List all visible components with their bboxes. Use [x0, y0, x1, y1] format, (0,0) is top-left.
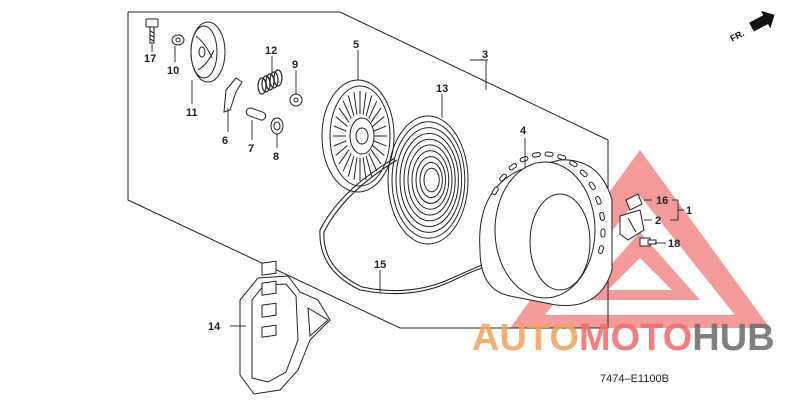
bracket-part — [619, 209, 645, 241]
part-label-1: 1 — [686, 205, 692, 217]
case-part — [479, 151, 613, 307]
part-label-6: 6 — [222, 135, 228, 147]
diagram-code: 7474–E1100B — [600, 373, 669, 385]
small-washer-part — [289, 93, 303, 107]
direction-arrow-icon — [749, 10, 775, 32]
washer-part — [171, 34, 185, 46]
part-label-5: 5 — [353, 39, 359, 51]
part-label-9: 9 — [292, 59, 298, 71]
assembly-outline — [127, 11, 609, 329]
watermark-part-auto: AUTO — [472, 317, 579, 359]
part-label-8: 8 — [273, 151, 279, 163]
pawl-part — [625, 193, 643, 211]
front-direction-text: FR. — [728, 28, 745, 44]
reel-part — [321, 79, 395, 193]
part-label-12: 12 — [265, 45, 277, 57]
part-label-18: 18 — [668, 238, 680, 250]
front-direction-marker: FR. — [728, 10, 775, 44]
watermark-part-hub: HUB — [692, 317, 774, 359]
part-label-16: 16 — [656, 195, 668, 207]
part-label-10: 10 — [167, 65, 179, 77]
bolt-part — [145, 18, 159, 44]
ratchet-part — [223, 77, 243, 113]
part-label-17: 17 — [144, 53, 156, 65]
watermark-part-moto: MOTO — [579, 317, 692, 359]
part-label-14: 14 — [208, 321, 221, 333]
bolt-small-part — [639, 237, 657, 247]
rope-part — [319, 157, 483, 295]
part-label-3: 3 — [482, 49, 488, 61]
part-label-15: 15 — [374, 259, 386, 271]
recoil-spring-part — [387, 115, 469, 245]
part-label-4: 4 — [520, 125, 527, 137]
spring-part — [257, 69, 283, 95]
friction-plate-part — [190, 21, 226, 83]
watermark-logo: AUTOMOTOHUB — [472, 317, 775, 359]
part-label-7: 7 — [248, 143, 254, 155]
part-label-11: 11 — [186, 107, 198, 119]
pin-part — [245, 107, 267, 121]
part-label-13: 13 — [436, 83, 448, 95]
part-labels: 1 2 3 4 5 6 7 8 9 10 11 12 13 14 15 16 1… — [144, 39, 692, 333]
leader-lines — [151, 44, 684, 327]
starter-handle-part — [239, 260, 331, 395]
nut-part — [270, 117, 284, 135]
part-label-2: 2 — [655, 215, 661, 227]
svg-text:AUTOMOTOHUB: AUTOMOTOHUB — [472, 317, 775, 359]
